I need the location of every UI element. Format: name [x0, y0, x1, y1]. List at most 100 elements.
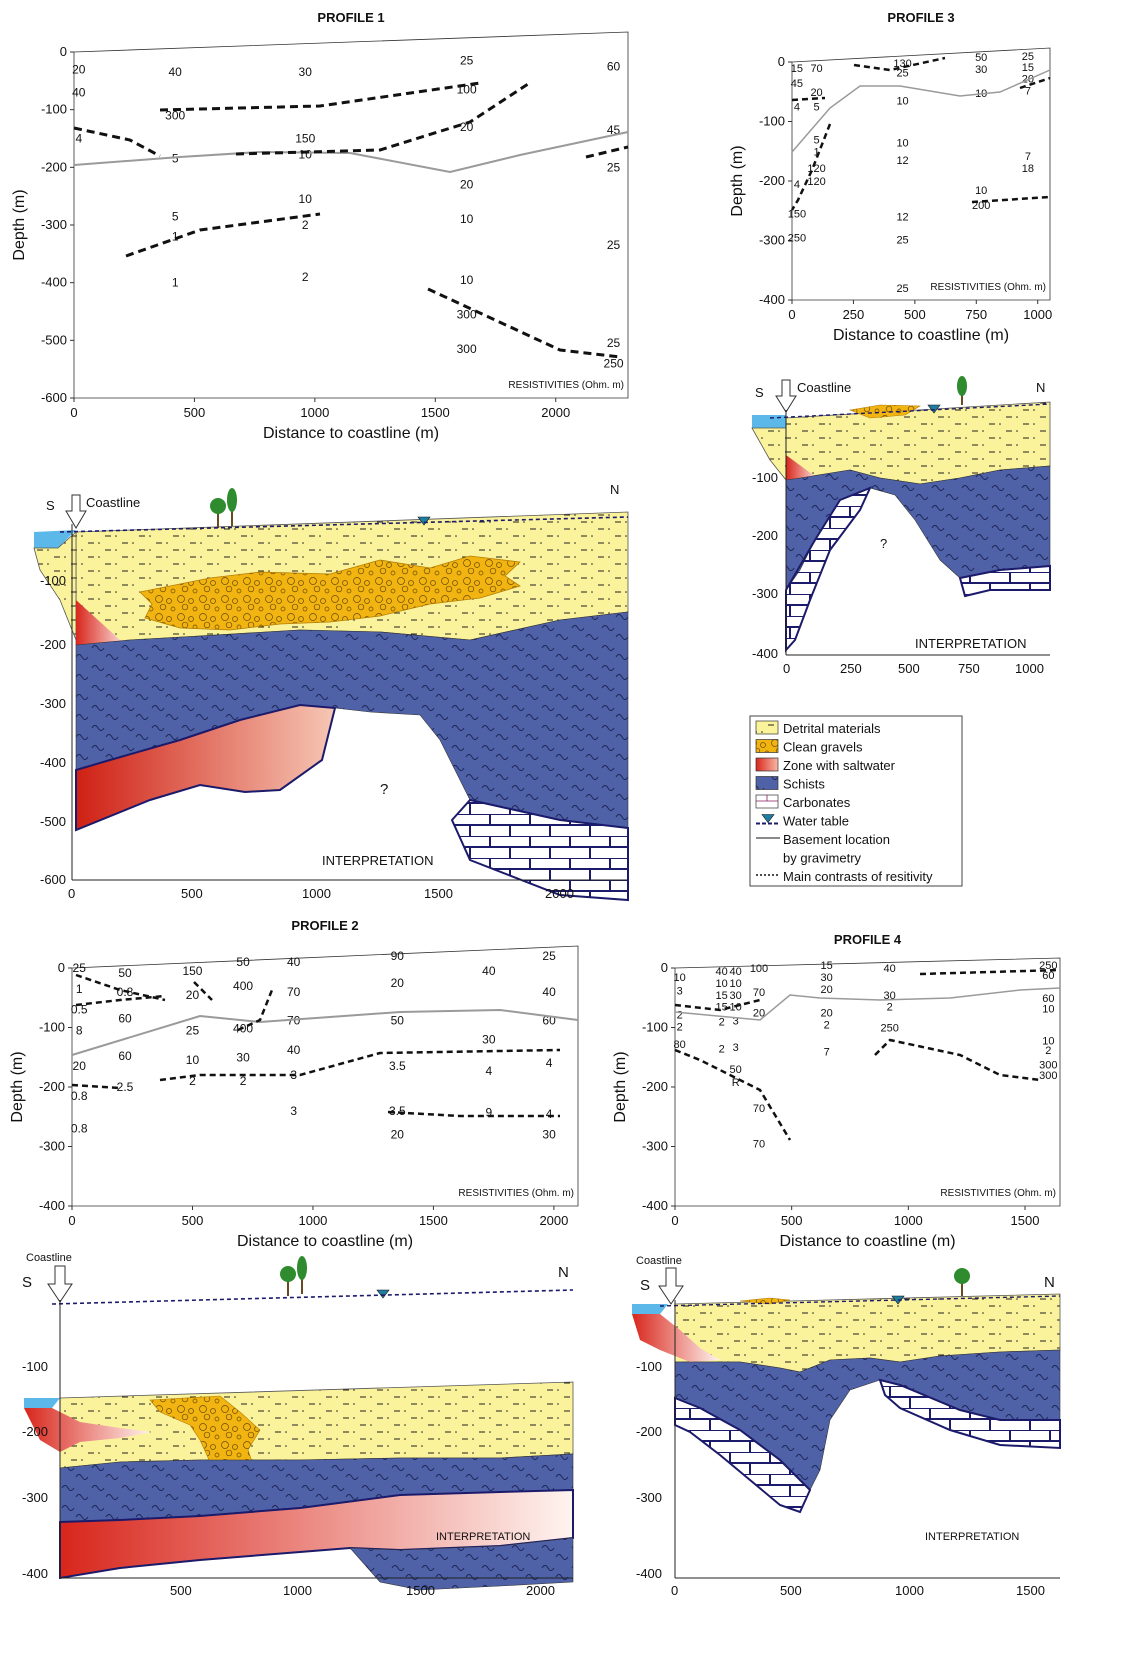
legend-swatch-schist — [755, 776, 779, 790]
profile2-resistivity-value: 8 — [76, 1023, 83, 1037]
profile3-resistivity-value: 25 — [1022, 51, 1034, 63]
svg-text:-200: -200 — [22, 1424, 48, 1439]
profile2-resistivity-value: 60 — [118, 1049, 132, 1063]
profile3-resistivity-value: 10 — [975, 185, 987, 197]
profile2-resistivity-value: 20 — [186, 988, 200, 1002]
p3-axes: -100 -200 -300 -400 0 250 500 750 1000 — [752, 410, 1050, 676]
legend-label: Main contrasts of resitivity — [783, 869, 933, 884]
p4-north-label: N — [1044, 1274, 1055, 1291]
profile4-xtick-label: 0 — [671, 1213, 678, 1228]
legend-item: Zone with saltwater — [755, 757, 896, 773]
profile1-ylabel: Depth (m) — [11, 189, 28, 260]
p1-sea — [34, 530, 76, 548]
profile1-title: PROFILE 1 — [317, 10, 384, 25]
profile3-ytick-label: -400 — [759, 292, 785, 307]
profile2-ytick-label: 0 — [58, 960, 65, 975]
p2-saltwater-wedge — [24, 1408, 152, 1452]
profile2-resistivity-value: 0.8 — [71, 1122, 88, 1136]
profile4-title: PROFILE 4 — [834, 932, 902, 947]
legend-item: Clean gravels — [755, 739, 863, 755]
p4-axes: -100 -200 -300 -400 0 500 1000 1500 — [636, 1300, 1060, 1598]
svg-text:-100: -100 — [636, 1359, 662, 1374]
profile4-resistivity-value: 10 — [1042, 1003, 1054, 1015]
profile1-resistivity-value: 250 — [604, 356, 624, 370]
profile1-resistivity-value: 20 — [460, 178, 474, 192]
profile4-resistivity-value: 300 — [1039, 1070, 1057, 1082]
svg-text:0: 0 — [783, 661, 790, 676]
profile4-resistivity-value: 3 — [677, 986, 683, 998]
legend-item: by gravimetry — [783, 851, 862, 866]
p1-north-label: N — [610, 482, 619, 497]
profile2-resistivity-value: 25 — [542, 949, 556, 963]
profile1-resistivity-value: 25 — [460, 54, 474, 68]
profile1-frame — [73, 31, 629, 399]
profile4-resistivity-value: 10 — [1042, 1036, 1054, 1048]
p3-interpretation-label: INTERPRETATION — [915, 636, 1026, 651]
tree-icon — [210, 488, 237, 528]
profile2-resistivity-value: 25 — [73, 961, 87, 975]
profile1-resistivity-value: 25 — [607, 336, 621, 350]
p2-axes: -100 -200 -300 -400 500 1000 1500 2000 — [22, 1300, 573, 1598]
profile1-xtick-label: 1500 — [421, 405, 450, 420]
legend-item: Main contrasts of resitivity — [756, 869, 933, 884]
svg-text:1000: 1000 — [302, 886, 331, 901]
profile4-resistivity-value: 2 — [677, 1021, 683, 1033]
profile1-resistivity-value: 30 — [299, 65, 313, 79]
p1-contrast-line — [235, 82, 529, 156]
profile4-resistivity-value: 70 — [753, 987, 765, 999]
svg-text:0: 0 — [671, 1583, 678, 1598]
svg-text:1500: 1500 — [424, 886, 453, 901]
p2-contrast-line — [193, 981, 274, 1032]
p2-contrast-line — [75, 973, 166, 1007]
p1-interpretation-label: INTERPRETATION — [322, 853, 433, 868]
profile1-resistivity-value: 40 — [72, 85, 86, 99]
profile4-resistivity-value: 60 — [1042, 993, 1054, 1005]
svg-text:-200: -200 — [40, 637, 66, 652]
profile4-resistivity-value: 40 — [730, 966, 742, 978]
profile1-ytick-label: -300 — [41, 217, 67, 232]
profile2-title: PROFILE 2 — [291, 918, 358, 933]
profile4-resistivity-value: 20 — [821, 1008, 833, 1020]
profile4-resistivity-value: 15 — [821, 960, 833, 972]
profile4-resistivity-value: 70 — [753, 1103, 765, 1115]
svg-text:-200: -200 — [636, 1424, 662, 1439]
profile2-resistivity-value: 90 — [391, 949, 405, 963]
profile4-ytick-label: -400 — [642, 1198, 668, 1213]
profile1-resistivity-value: 4 — [75, 132, 82, 146]
p3-basement-line — [791, 69, 1051, 153]
profile3-xtick-label: 500 — [904, 307, 926, 322]
legend-label: Detrital materials — [783, 721, 881, 736]
profile2-xtick-label: 2000 — [539, 1213, 568, 1228]
profile2-resistivity-value: 40 — [287, 1043, 301, 1057]
legend-item: Carbonates — [755, 794, 851, 810]
profile2-resistivity-value: 0.8 — [71, 1089, 88, 1103]
profile2-resistivity-value: 9 — [486, 1106, 493, 1120]
p3-coastline-label: Coastline — [797, 380, 851, 395]
profile4-resistivity-value: 70 — [753, 1139, 765, 1151]
p4-basement-line — [674, 987, 1061, 1021]
profile4-resistivities-label: RESISTIVITIES (Ohm. m) — [940, 1188, 1056, 1199]
p2-detrital-layer — [59, 1381, 574, 1469]
p1-carbonate-salt — [75, 703, 337, 832]
legend-swatch-saltwater — [755, 757, 779, 772]
legend-label: by gravimetry — [783, 851, 862, 866]
svg-text:-400: -400 — [40, 755, 66, 770]
profile1-ytick-label: -600 — [41, 390, 67, 405]
profile4-resistivity-value: 30 — [730, 990, 742, 1002]
p3-coastline-arrow — [775, 379, 797, 413]
p1-contrast-line — [585, 145, 629, 159]
profile2-resistivity-value: 3.5 — [389, 1104, 406, 1118]
legend-label: Water table — [783, 814, 849, 829]
profile4-resistivity-value: 20 — [753, 1008, 765, 1020]
svg-text:-400: -400 — [752, 646, 778, 661]
profile3-resistivity-value: 25 — [896, 68, 908, 80]
p2-interpretation-label: INTERPRETATION — [436, 1531, 530, 1543]
profile3-resistivity-value: 70 — [810, 63, 822, 75]
profile4-resistivity-value: 80 — [674, 1039, 686, 1051]
p4-saltwater-wedge — [632, 1314, 720, 1362]
profile4-resistivity-value: 60 — [1042, 970, 1054, 982]
profile4-resistivity-value: 10 — [730, 978, 742, 990]
profile3-resistivity-value: 18 — [1022, 163, 1034, 175]
profile4-resistivity-value: 100 — [750, 963, 768, 975]
